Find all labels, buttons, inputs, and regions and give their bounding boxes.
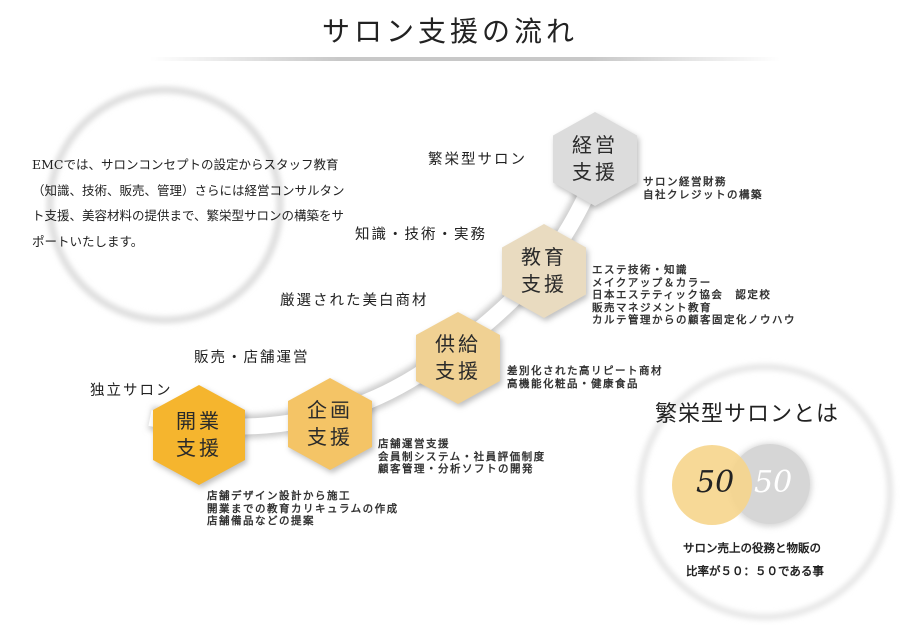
page-title: サロン支援の流れ <box>321 15 578 48</box>
desc-line: 顧客管理・分析ソフトの開発 <box>378 463 534 475</box>
stage-label-independent: 独立サロン <box>90 383 173 399</box>
hex-label-line: 経営 <box>572 133 618 157</box>
desc-line: 会員制システム・社員評価制度 <box>378 450 546 463</box>
hex-planning-support: 企画支援 <box>288 378 372 470</box>
stage-label-sales: 販売・店舗運営 <box>194 350 310 366</box>
hex-management-support: 経営支援 <box>553 112 637 206</box>
ratio-circles <box>672 443 812 527</box>
intro-text: EMCでは、サロンコンセプトの設定からスタッフ教育（知識、技術、販売、管理）さら… <box>32 157 345 249</box>
desc-line: カルテ管理からの顧客固定化ノウハウ <box>592 314 796 326</box>
hex-label-line: 企画 <box>307 398 353 422</box>
desc-line: 店舗デザイン設計から施工 <box>207 490 351 502</box>
title-divider <box>150 57 780 61</box>
stage-label-knowledge: 知識・技術・実務 <box>355 227 487 243</box>
hex-education-support: 教育支援 <box>502 224 586 318</box>
desc-line: 店舗備品などの提案 <box>207 515 315 527</box>
hex-label-line: 支援 <box>307 425 353 449</box>
ratio-right-value: 50 <box>754 465 793 500</box>
ratio-caption-line1: サロン売上の役務と物販の <box>683 541 821 555</box>
desc-line: 日本エステティック協会 認定校 <box>592 289 772 301</box>
desc-opening: 店舗デザイン設計から施工 開業までの教育カリキュラムの作成 店舗備品などの提案 <box>207 490 399 528</box>
ratio-left-value: 50 <box>696 465 735 500</box>
right-circle <box>730 444 810 524</box>
hex-opening-support: 開業支援 <box>153 385 245 485</box>
hex-label-line: 支援 <box>572 160 618 184</box>
ratio-ring <box>637 364 893 620</box>
intro-ring <box>47 87 283 323</box>
desc-line: 差別化された高リピート商材 <box>507 365 663 377</box>
desc-management: サロン経営財務 自社クレジットの構築 <box>643 176 763 201</box>
desc-line: 高機能化粧品・健康食品 <box>507 377 639 390</box>
desc-planning: 店舗運営支援 会員制システム・社員評価制度 顧客管理・分析ソフトの開発 <box>378 438 546 476</box>
hex-label-line: 供給 <box>435 332 481 356</box>
desc-line: 店舗運営支援 <box>378 438 450 450</box>
stage-label-products: 厳選された美白商材 <box>280 293 429 309</box>
desc-line: サロン経営財務 <box>643 176 727 188</box>
stage-label-prosperous: 繁栄型サロン <box>428 152 527 168</box>
hex-label-line: 開業 <box>176 409 222 433</box>
hex-label-line: 教育 <box>521 245 567 269</box>
ratio-caption-line2: 比率が５０：５０である事 <box>686 564 824 578</box>
hex-supply-support: 供給支援 <box>416 312 500 404</box>
ratio-title: 繁栄型サロンとは <box>655 402 840 427</box>
desc-line: 販売マネジメント教育 <box>592 301 712 314</box>
hex-label-line: 支援 <box>435 359 481 383</box>
left-circle <box>672 445 752 525</box>
desc-line: 開業までの教育カリキュラムの作成 <box>207 502 399 515</box>
hex-label-line: 支援 <box>521 272 567 296</box>
desc-supply: 差別化された高リピート商材 高機能化粧品・健康食品 <box>507 365 663 390</box>
desc-line: メイクアップ＆カラー <box>592 276 712 289</box>
hex-label-line: 支援 <box>176 436 222 460</box>
desc-line: 自社クレジットの構築 <box>643 188 763 201</box>
desc-education: エステ技術・知識 メイクアップ＆カラー 日本エステティック協会 認定校 販売マネ… <box>592 264 796 327</box>
desc-line: エステ技術・知識 <box>592 264 688 276</box>
